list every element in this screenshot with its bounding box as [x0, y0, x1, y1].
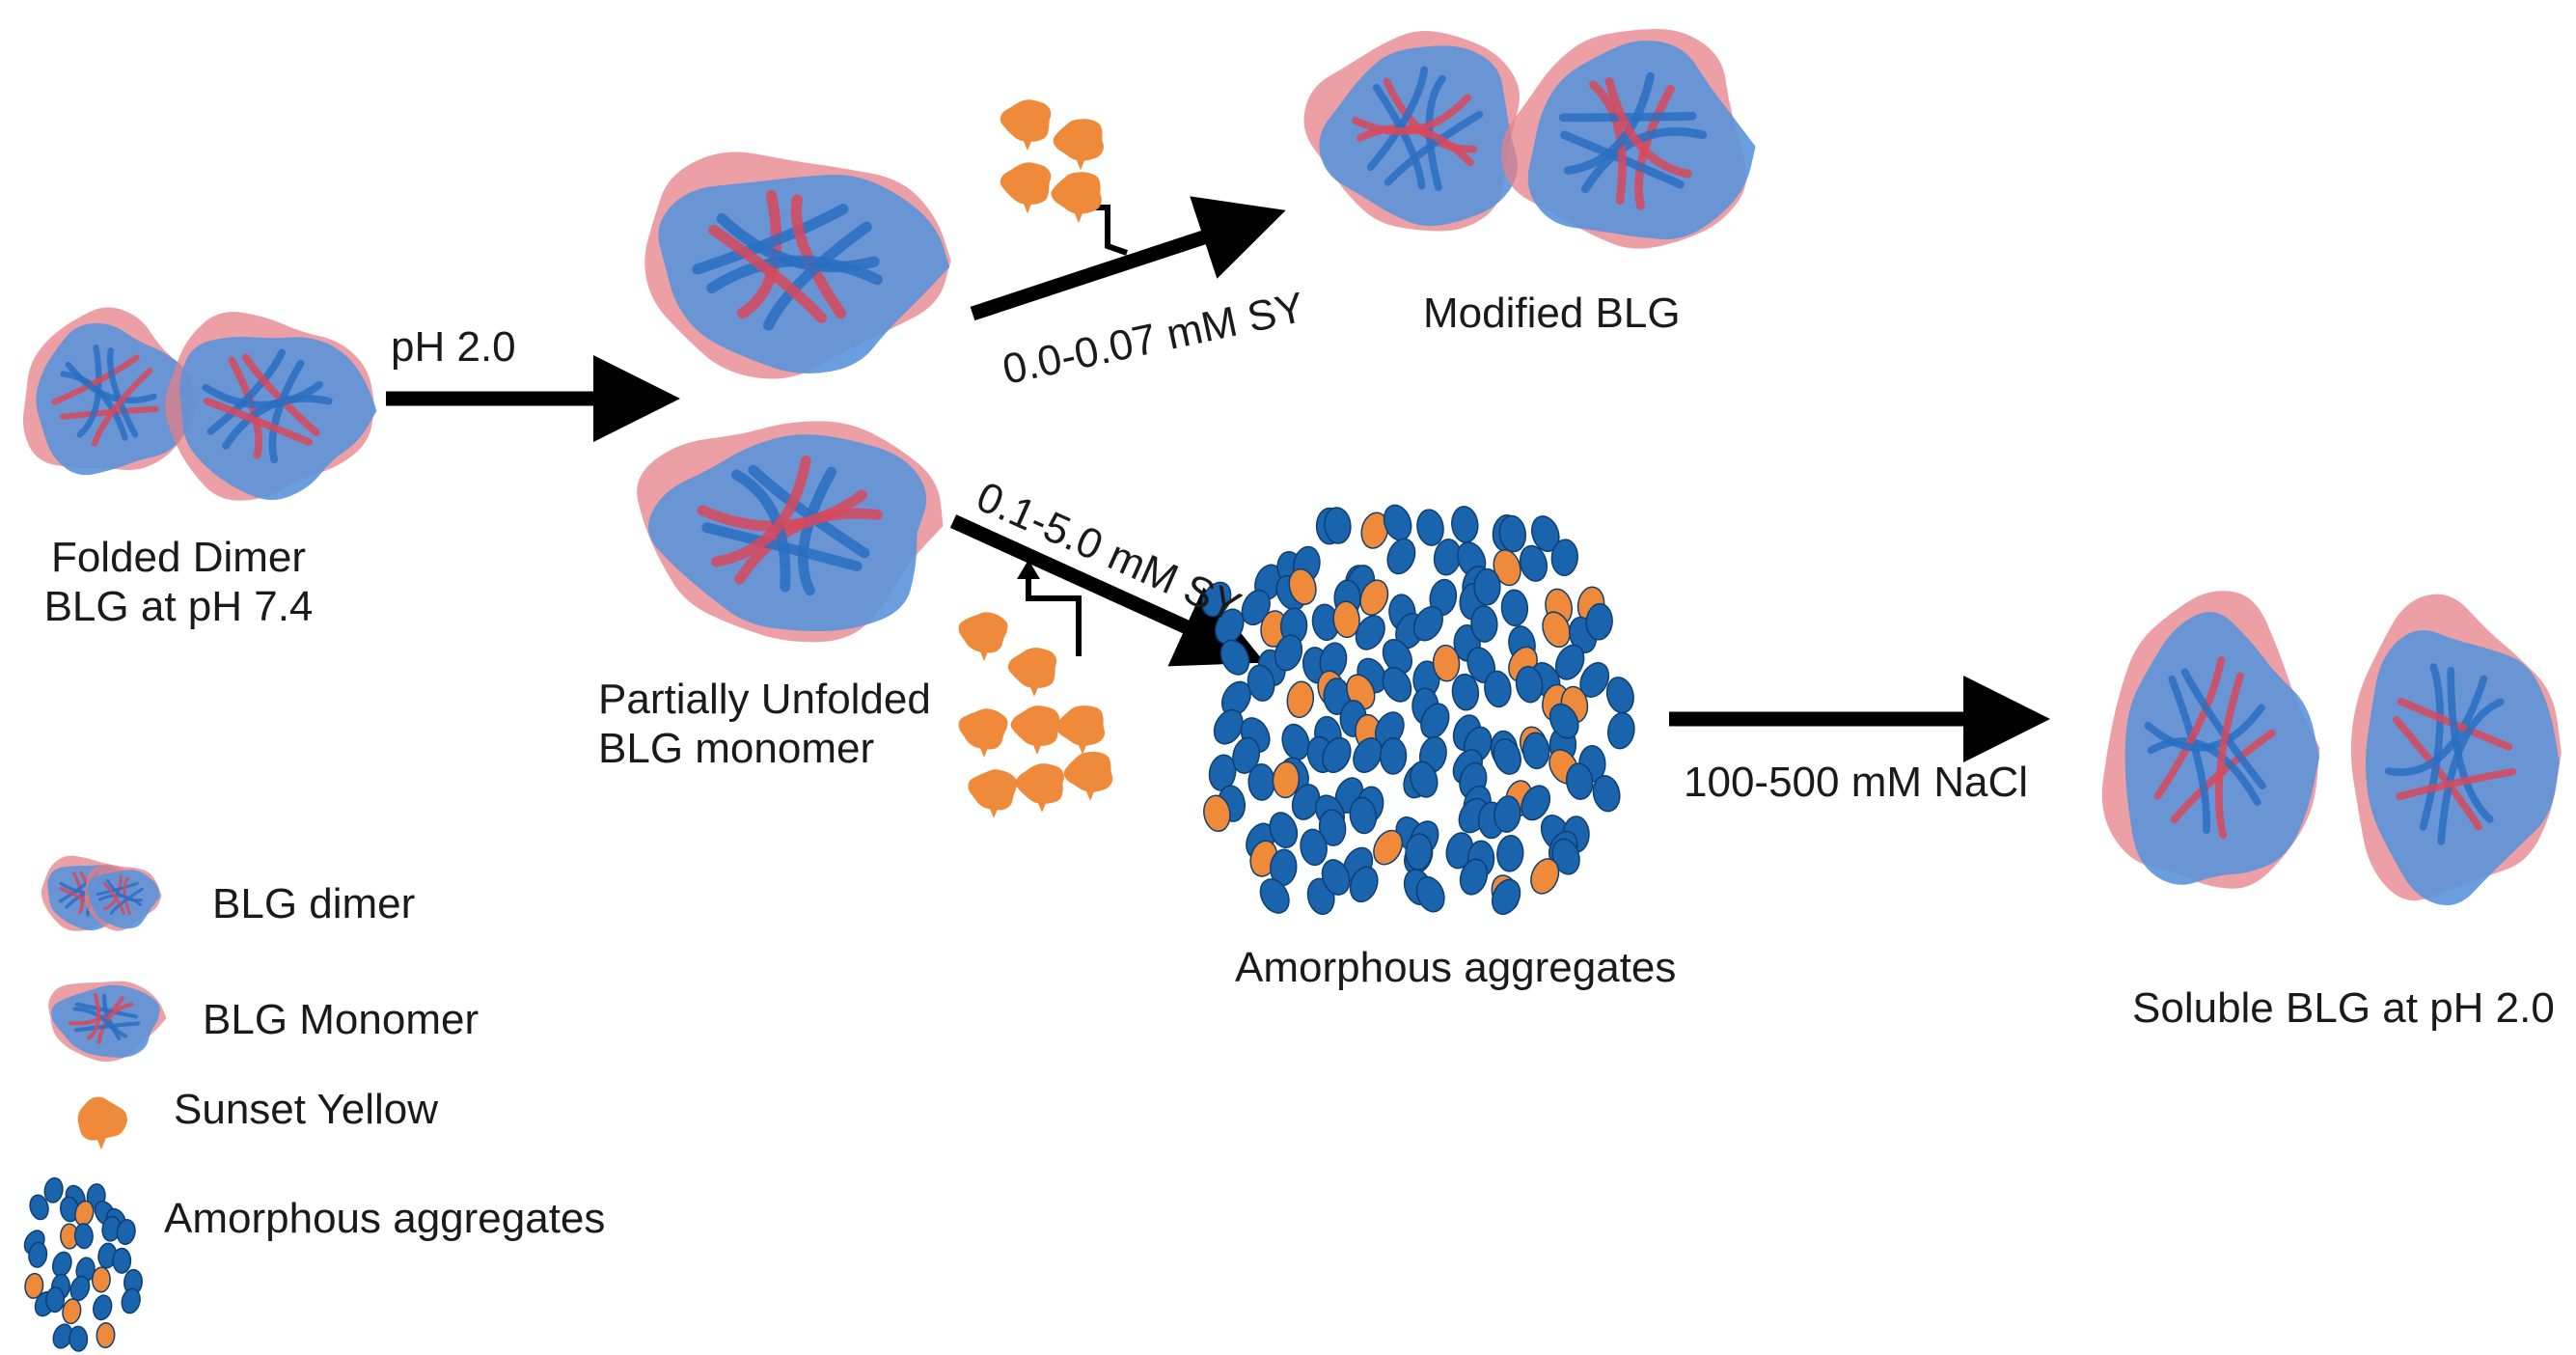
monomer-blob-bottom	[637, 421, 944, 643]
folded-dimer-blob-left	[22, 307, 200, 476]
sy-binding-arrow-low	[1079, 205, 1128, 256]
folded-dimer-line-1: Folded Dimer	[50, 534, 307, 581]
soluble-blg-blob-left	[2101, 591, 2320, 889]
amorphous-aggregates-cluster	[1201, 504, 1635, 915]
folded-dimer-line-2: BLG at pH 7.4	[43, 582, 314, 630]
legend-label-blg-monomer: BLG Monomer	[203, 996, 480, 1043]
sunset-yellow-icon	[77, 1096, 128, 1150]
sy-binding-arrow-high	[1026, 575, 1082, 656]
sunset-yellow-dye	[1015, 763, 1064, 813]
folded-dimer-label: Folded Dimer BLG at pH 7.4	[39, 534, 318, 631]
sunset-yellow-dye	[1053, 119, 1104, 171]
sunset-yellow-dye	[1063, 752, 1113, 801]
sunset-yellow-dye	[958, 708, 1008, 758]
partial-monomer-line-1: Partially Unfolded	[598, 676, 931, 723]
blg-monomer-icon	[48, 981, 167, 1063]
arrow-high-sy	[949, 514, 1265, 667]
sunset-yellow-dye	[958, 612, 1008, 661]
folded-dimer-blob-right	[165, 312, 377, 501]
aggregate-icon	[23, 1176, 143, 1352]
soluble-blg-label: Soluble BLG at pH 2.0	[2132, 984, 2555, 1032]
modified-blg-ribbon-left	[1303, 30, 1520, 232]
modified-blg-label: Modified BLG	[1423, 290, 1681, 337]
legend-label-sunset-yellow: Sunset Yellow	[174, 1086, 438, 1133]
partial-monomer-label: Partially Unfolded BLG monomer	[598, 676, 931, 773]
nacl-label: 100-500 mM NaCl	[1684, 759, 2029, 806]
sunset-yellow-dye	[1000, 99, 1052, 152]
sy-binding-arrowhead-high	[1017, 560, 1040, 579]
blg-dimer-icon-second-lobe	[84, 864, 162, 931]
sunset-yellow-dye	[1051, 172, 1102, 224]
sunset-yellow-dye	[1010, 705, 1060, 755]
sunset-yellow-dye	[1007, 648, 1057, 697]
monomer-blob-top	[644, 152, 951, 379]
modified-blg-ribbon-right	[1501, 28, 1756, 249]
soluble-blg-blob-right	[2350, 594, 2562, 906]
amorphous-aggregates-label: Amorphous aggregates	[1235, 944, 1677, 991]
sunset-yellow-dye	[968, 769, 1018, 818]
sunset-yellow-dye	[1000, 162, 1052, 214]
legend-label-blg-dimer: BLG dimer	[212, 880, 416, 927]
sunset-yellow-dye	[1055, 705, 1106, 755]
legend-label-amorphous: Amorphous aggregates	[164, 1195, 606, 1242]
partial-monomer-line-2: BLG monomer	[598, 724, 875, 772]
arrow-low-sy	[970, 196, 1286, 321]
ph-step-label: pH 2.0	[391, 323, 516, 371]
